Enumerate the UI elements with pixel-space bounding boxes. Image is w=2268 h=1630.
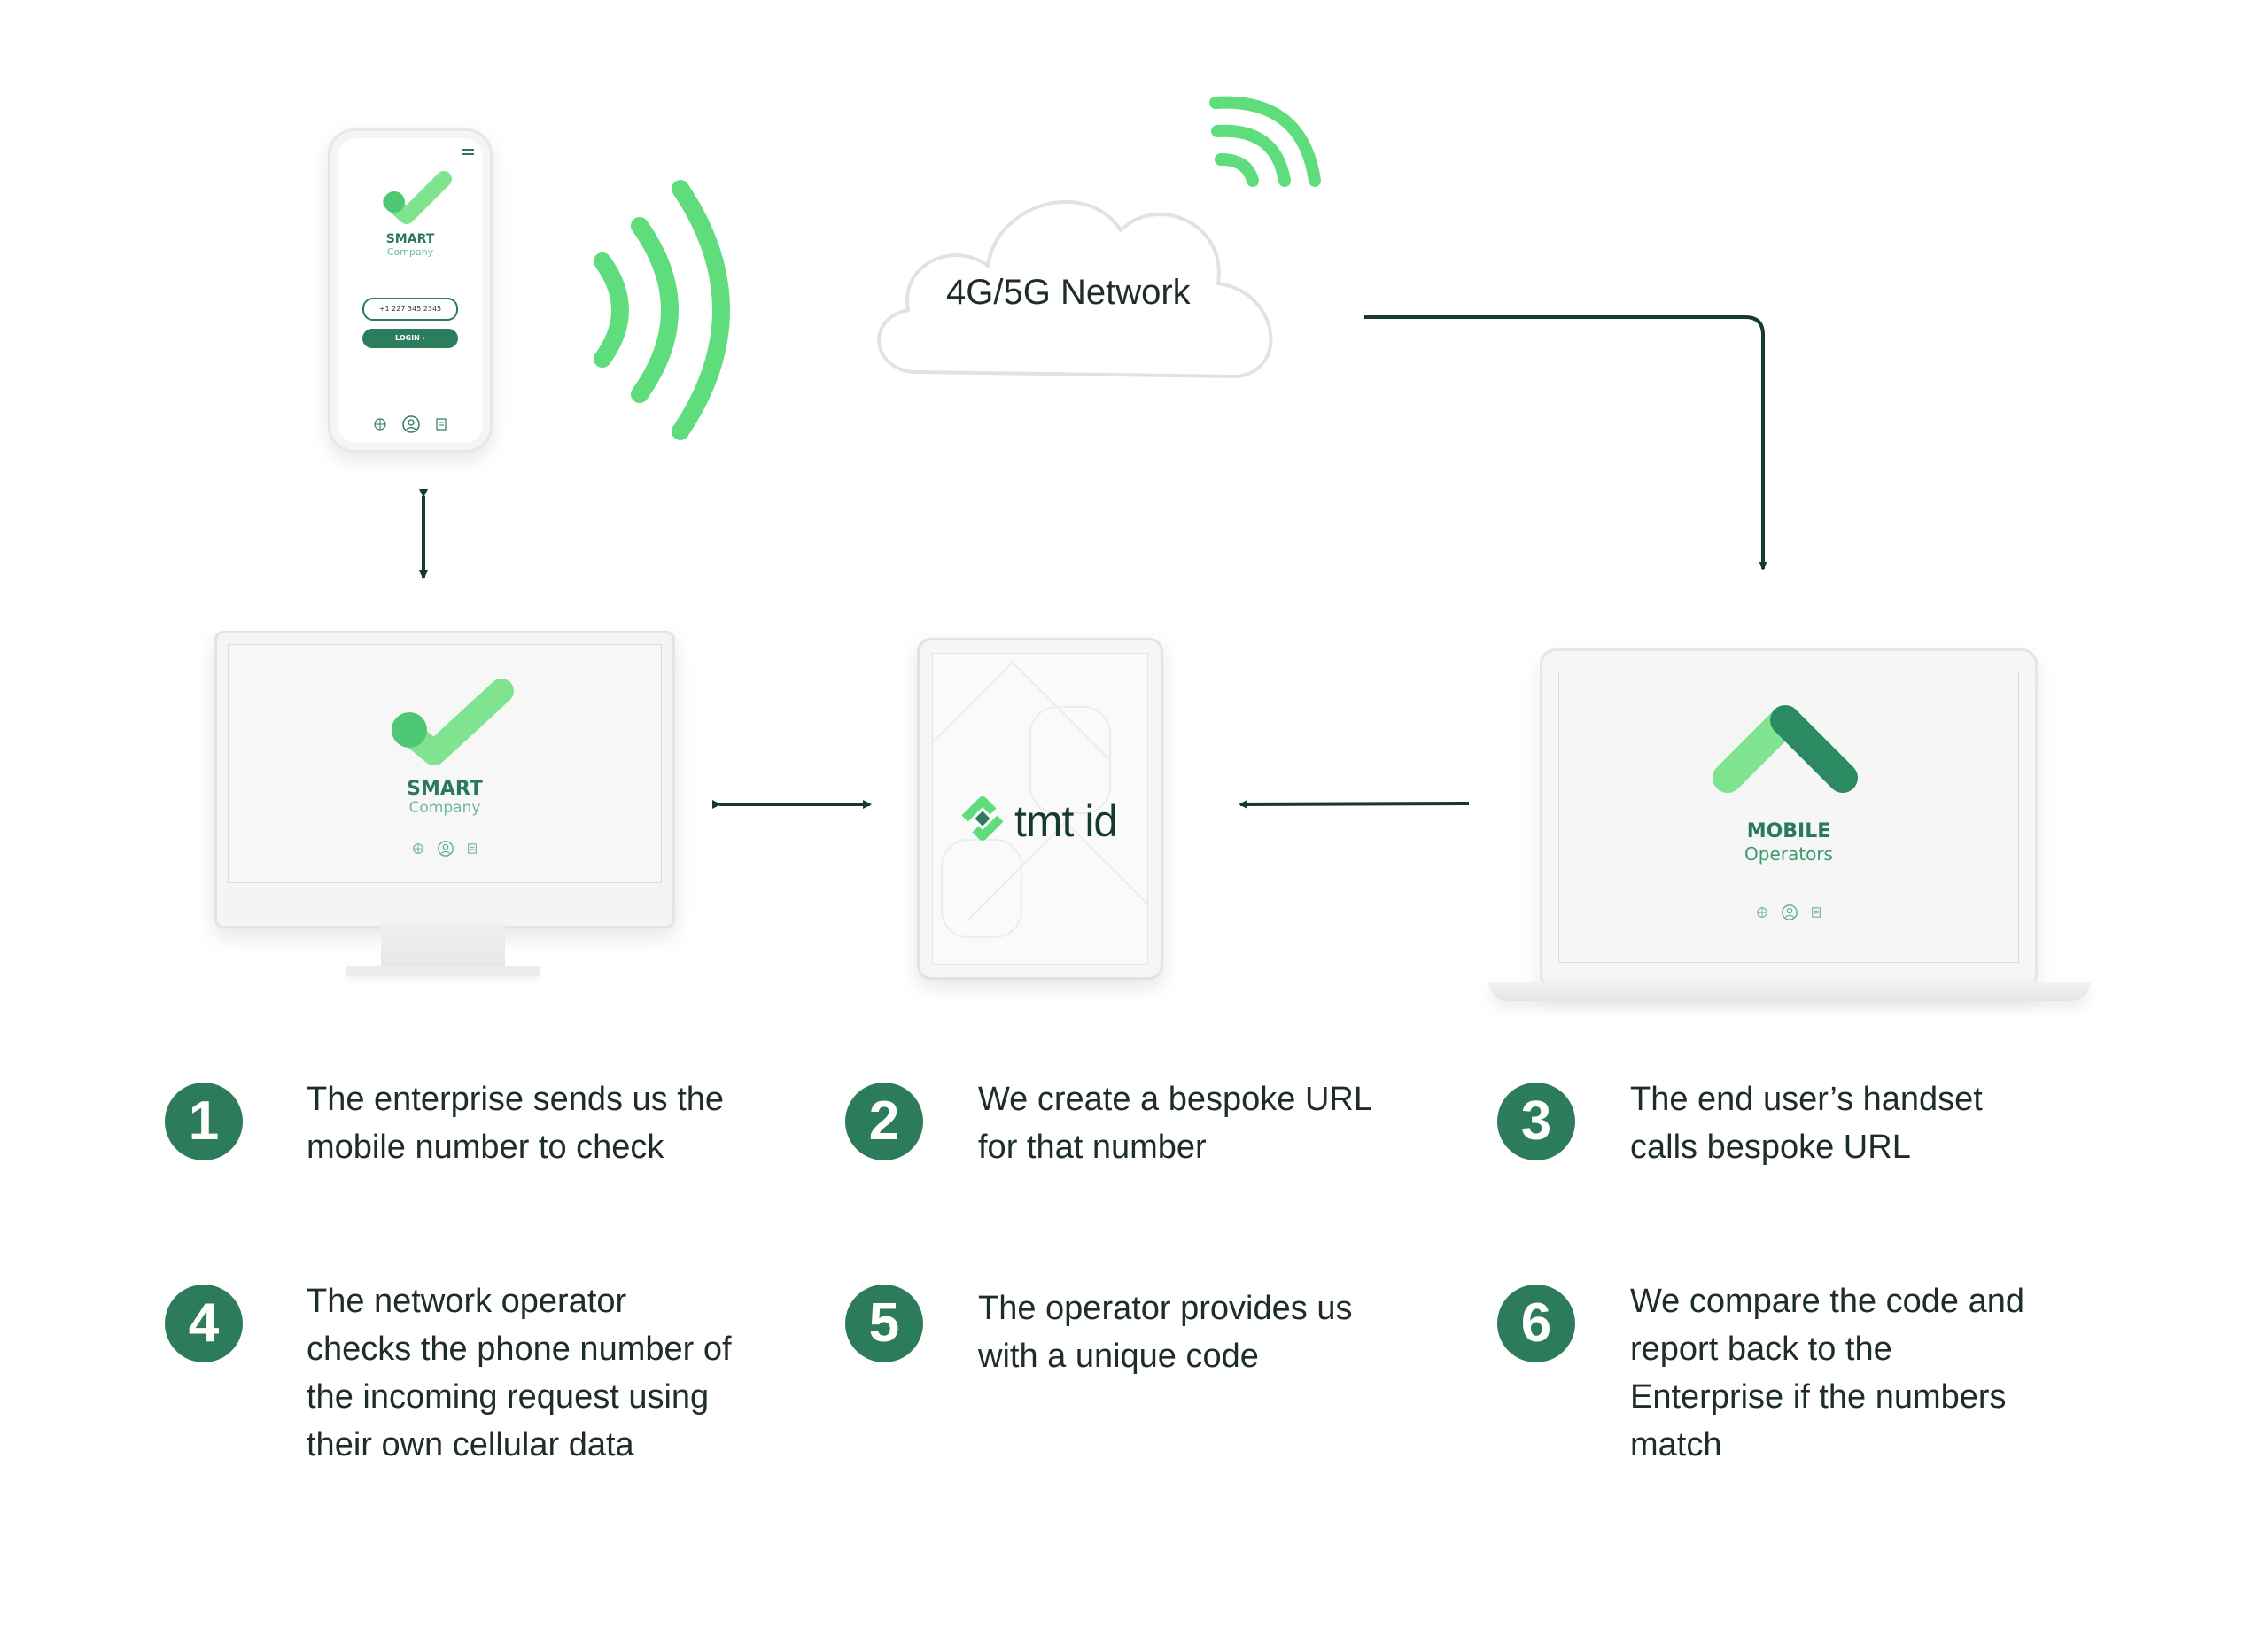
step-6-line: match <box>1630 1421 2024 1469</box>
step-2-line: We create a bespoke URL <box>978 1075 1372 1123</box>
checkmark-logo-icon <box>379 671 521 778</box>
step-1-text: The enterprise sends us the mobile numbe… <box>307 1075 724 1171</box>
desktop-brand-subtitle: Company <box>229 799 661 817</box>
step-4-line: their own cellular data <box>307 1421 732 1469</box>
document-icon[interactable] <box>1811 906 1821 919</box>
step-5-line: with a unique code <box>978 1332 1352 1380</box>
step-4-text: The network operator checks the phone nu… <box>307 1277 732 1469</box>
step-3-line: The end user’s handset <box>1630 1075 1983 1123</box>
globe-icon[interactable] <box>412 842 424 855</box>
step-6-line: report back to the <box>1630 1325 2024 1373</box>
user-icon[interactable] <box>1781 904 1798 921</box>
laptop-brand-title: MOBILE <box>1559 820 2018 842</box>
laptop-device: MOBILE Operators <box>1540 648 2038 990</box>
laptop-screen: MOBILE Operators <box>1558 671 2019 963</box>
step-6-line: We compare the code and <box>1630 1277 2024 1325</box>
tmt-id-logo: tmt id <box>1014 796 1117 847</box>
desktop-monitor: SMART Company <box>214 631 675 928</box>
tablet-device: tmt id <box>917 638 1163 980</box>
desktop-brand-title: SMART <box>229 778 661 800</box>
tablet-screen: tmt id <box>932 653 1148 965</box>
step-6-number: 6 <box>1497 1285 1575 1362</box>
step-2-text: We create a bespoke URL for that number <box>978 1075 1372 1171</box>
laptop-base <box>1488 982 2091 1001</box>
laptop-brand-subtitle: Operators <box>1559 843 2018 865</box>
step-2-number: 2 <box>845 1083 923 1160</box>
document-icon[interactable] <box>467 842 478 855</box>
step-1-line: The enterprise sends us the <box>307 1075 724 1123</box>
step-6-line: Enterprise if the numbers <box>1630 1373 2024 1421</box>
step-1-number: 1 <box>165 1083 243 1160</box>
step-1-line: mobile number to check <box>307 1123 724 1171</box>
monitor-stand <box>381 923 505 969</box>
step-5-text: The operator provides us with a unique c… <box>978 1285 1352 1380</box>
cloud-to-laptop-arrow <box>1364 317 1763 569</box>
step-3-line: calls bespoke URL <box>1630 1123 1983 1171</box>
step-6-text: We compare the code and report back to t… <box>1630 1277 2024 1469</box>
globe-icon[interactable] <box>1756 906 1768 919</box>
step-4-line: checks the phone number of <box>307 1325 732 1373</box>
laptop-footer-icons <box>1559 904 2018 921</box>
tmt-logo-icon <box>958 794 1007 843</box>
laptop-to-tablet-arrow <box>1240 803 1469 804</box>
step-2-line: for that number <box>978 1123 1372 1171</box>
user-icon[interactable] <box>437 840 454 858</box>
step-3-number: 3 <box>1497 1083 1575 1160</box>
step-4-line: the incoming request using <box>307 1373 732 1421</box>
desktop-footer-icons <box>229 840 661 858</box>
chevron-logo-icon <box>1710 698 1869 804</box>
step-3-text: The end user’s handset calls bespoke URL <box>1630 1075 1983 1171</box>
monitor-base <box>346 966 540 976</box>
step-4-number: 4 <box>165 1285 243 1362</box>
desktop-screen: SMART Company <box>228 644 662 883</box>
step-5-line: The operator provides us <box>978 1285 1352 1332</box>
step-4-line: The network operator <box>307 1277 732 1325</box>
step-5-number: 5 <box>845 1285 923 1362</box>
